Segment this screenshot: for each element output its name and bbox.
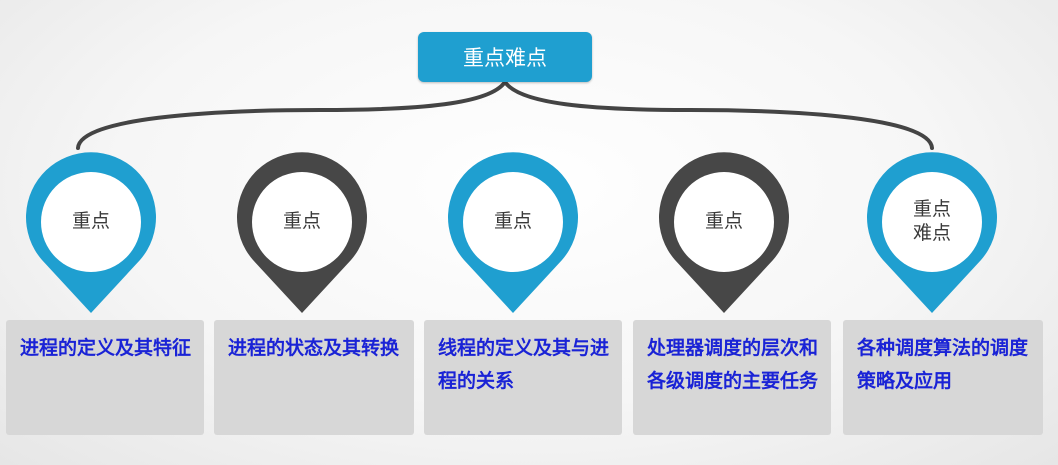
pin-label: 重点 (71, 210, 110, 233)
pin-marker-1: 重点 (26, 150, 156, 315)
card-text: 线程的定义及其与进程的关系 (438, 337, 610, 392)
card-3: 线程的定义及其与进程的关系 (424, 320, 622, 435)
pin-label: 重点 难点 (912, 198, 951, 244)
title-box: 重点难点 (418, 32, 592, 82)
pin-label: 重点 (282, 210, 321, 233)
map-pin-icon (26, 152, 156, 313)
pin-marker-4: 重点 (659, 150, 789, 315)
pin-label: 重点 (704, 210, 743, 233)
card-text: 处理器调度的层次和各级调度的主要任务 (647, 337, 819, 392)
title-text: 重点难点 (463, 46, 547, 70)
map-pin-icon (659, 152, 789, 313)
map-pin-icon (867, 152, 997, 313)
card-4: 处理器调度的层次和各级调度的主要任务 (633, 320, 831, 435)
card-text: 进程的定义及其特征 (20, 337, 192, 359)
card-2: 进程的状态及其转换 (214, 320, 414, 435)
pin-marker-5: 重点 难点 (867, 150, 997, 315)
pin-marker-3: 重点 (448, 150, 578, 315)
card-text: 各种调度算法的调度策略及应用 (857, 337, 1029, 392)
pin-label: 重点 (493, 210, 532, 233)
card-text: 进程的状态及其转换 (228, 337, 400, 359)
card-5: 各种调度算法的调度策略及应用 (843, 320, 1043, 435)
card-1: 进程的定义及其特征 (6, 320, 204, 435)
map-pin-icon (237, 152, 367, 313)
map-pin-icon (448, 152, 578, 313)
pin-marker-2: 重点 (237, 150, 367, 315)
